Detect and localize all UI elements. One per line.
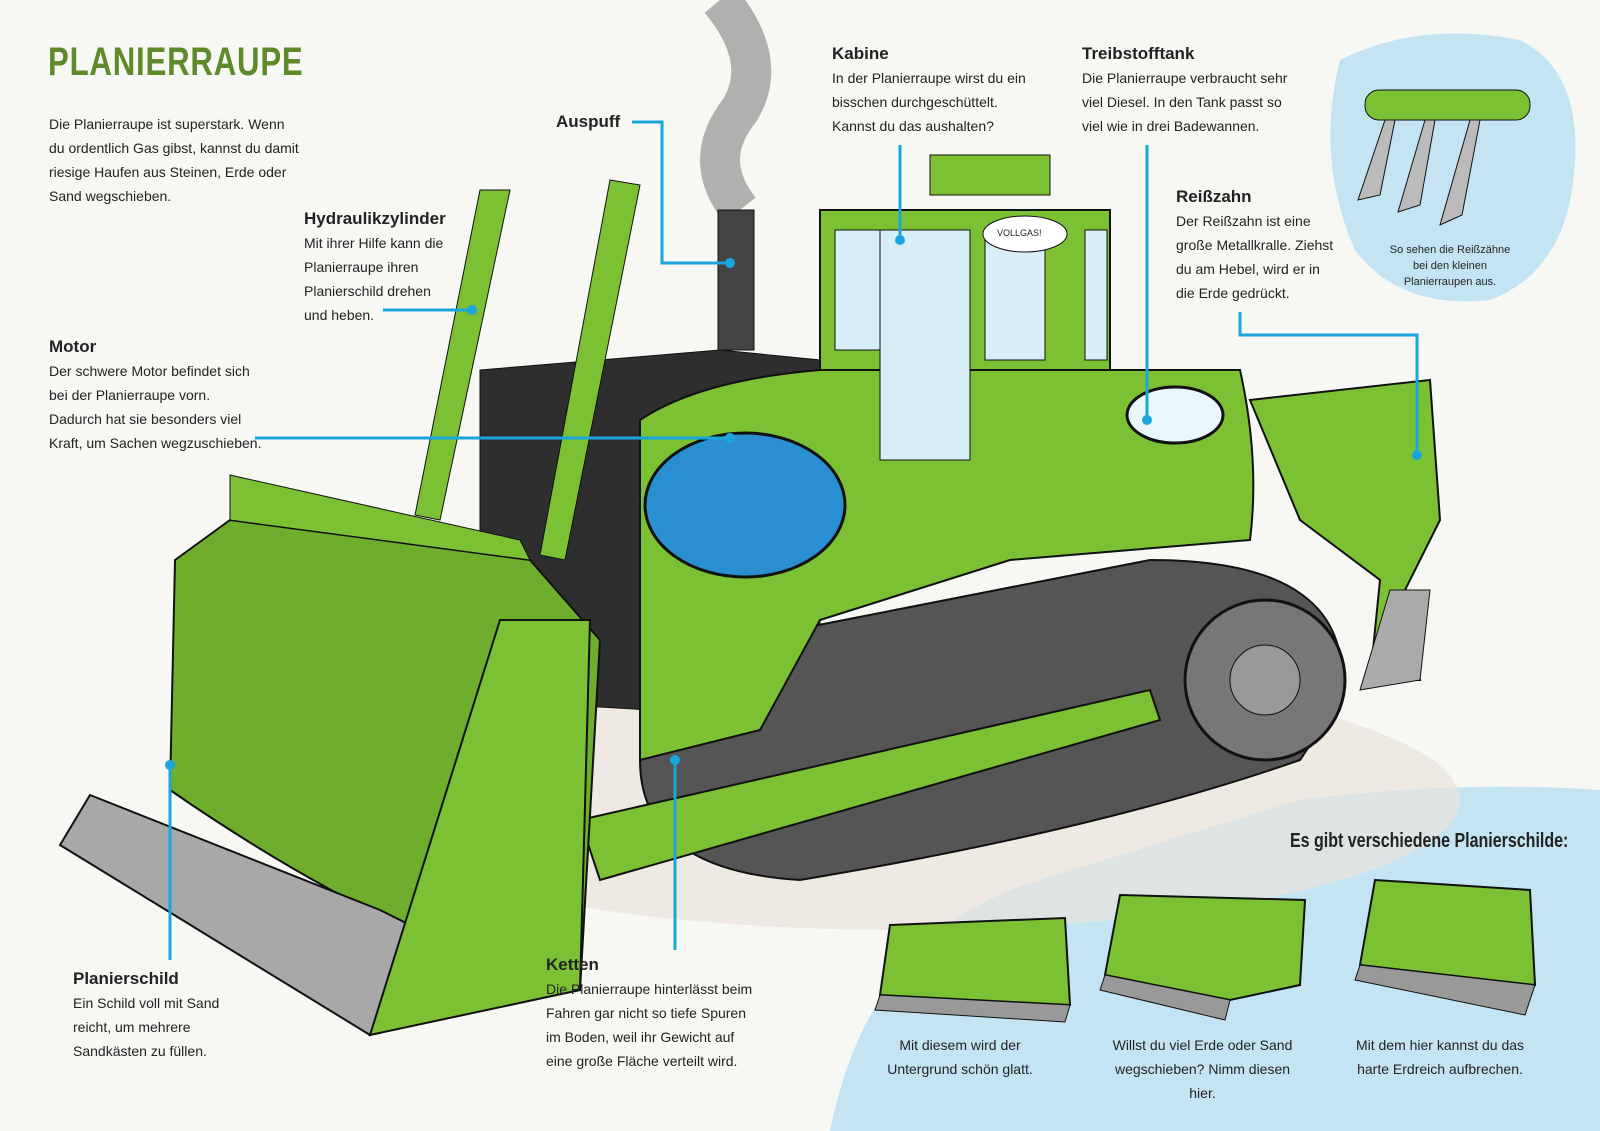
blade-variant-2 xyxy=(1099,893,1307,1021)
variant-caption: Willst du viel Erde oder Sand wegschiebe… xyxy=(1112,1037,1293,1101)
variant-caption: Mit dem hier kannst du das harte Erdreic… xyxy=(1355,1037,1525,1077)
callout-lines xyxy=(168,120,1419,960)
hydraulic-cylinder-right xyxy=(539,179,641,561)
label-heading: Ketten xyxy=(546,955,599,974)
label-text: Die Planierraupe hinterlässt beim Fahren… xyxy=(546,981,753,1069)
label-text: Der schwere Motor befindet sich bei der … xyxy=(49,363,262,451)
label-heading: Auspuff xyxy=(556,112,621,131)
engine-cutaway xyxy=(643,431,847,579)
blade-variant-3 xyxy=(1354,878,1537,1016)
speech-bubble xyxy=(982,215,1068,253)
label-kabine: Kabine In der Planierraupe wirst du ein … xyxy=(832,42,1032,138)
label-text: Der Reißzahn ist eine große Metallkralle… xyxy=(1176,213,1334,301)
label-heading: Reißzahn xyxy=(1176,187,1252,206)
label-motor: Motor Der schwere Motor befindet sich be… xyxy=(49,335,264,455)
label-text: Die Planierraupe verbraucht sehr viel Di… xyxy=(1082,70,1288,134)
fuel-tank-window xyxy=(1125,385,1225,445)
label-treibstofftank: Treibstofftank Die Planierraupe verbrauc… xyxy=(1082,42,1297,138)
label-text: Mit ihrer Hilfe kann die Planierraupe ih… xyxy=(304,235,444,323)
variants-title: Es gibt verschiedene Planierschilde: xyxy=(1290,830,1569,852)
label-text: In der Planierraupe wirst du ein bissche… xyxy=(832,70,1026,134)
label-reisszahn: Reißzahn Der Reißzahn ist eine große Met… xyxy=(1176,185,1336,305)
label-heading: Motor xyxy=(49,337,97,356)
label-heading: Hydraulikzylinder xyxy=(304,209,446,228)
speech-bubble-text: VOLLGAS! xyxy=(997,228,1042,238)
label-auspuff: Auspuff xyxy=(556,110,620,134)
intro-text: Die Planierraupe ist superstark. Wenn du… xyxy=(49,116,299,204)
label-heading: Treibstofftank xyxy=(1082,44,1195,63)
label-heading: Kabine xyxy=(832,44,889,63)
ripper-inset-drawing xyxy=(1357,89,1531,226)
label-hydraulikzylinder: Hydraulikzylinder Mit ihrer Hilfe kann d… xyxy=(304,207,454,327)
blade-variant-1 xyxy=(874,916,1072,1023)
label-planierschild: Planierschild Ein Schild voll mit Sand r… xyxy=(73,967,233,1063)
label-heading: Planierschild xyxy=(73,969,179,988)
page-title: PLANIERRAUPE xyxy=(48,40,304,84)
ripper-inset-caption: So sehen die Reißzähne bei den kleinen P… xyxy=(1389,244,1511,288)
exhaust-pipe xyxy=(717,209,755,351)
smoke xyxy=(700,0,772,223)
push-arm xyxy=(578,688,1162,882)
label-text: Ein Schild voll mit Sand reicht, um mehr… xyxy=(73,995,220,1059)
label-ketten: Ketten Die Planierraupe hinterlässt beim… xyxy=(546,953,756,1073)
variant-caption: Mit diesem wird der Untergrund schön gla… xyxy=(887,1037,1033,1077)
